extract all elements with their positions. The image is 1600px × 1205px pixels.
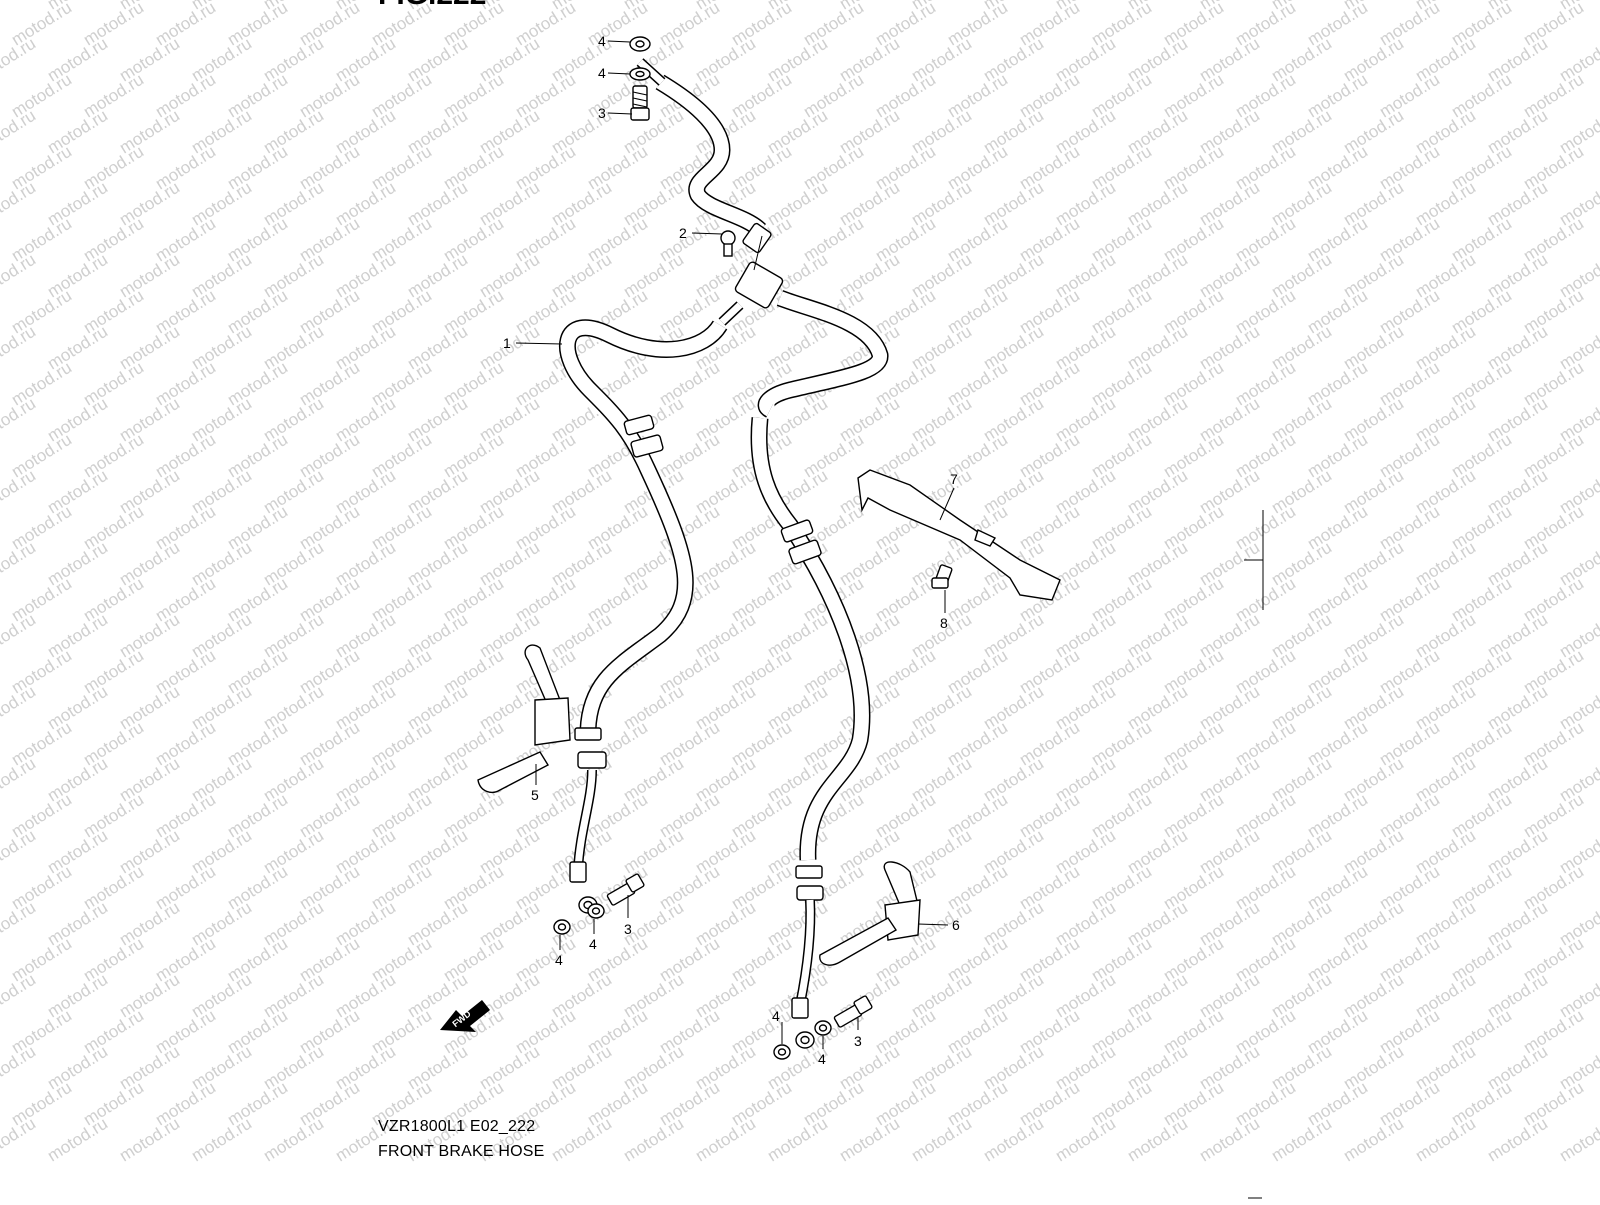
watermark-text: motod.ru bbox=[0, 610, 39, 662]
watermark-text: motod.ru bbox=[836, 1114, 903, 1166]
watermark-text: motod.ru bbox=[1412, 1114, 1479, 1166]
callout-6: 6 bbox=[917, 917, 960, 933]
watermark-text: motod.ru bbox=[980, 1114, 1047, 1166]
watermark-text: motod.ru bbox=[0, 682, 39, 734]
callout-label: 1 bbox=[503, 335, 511, 351]
watermark-text: motod.ru bbox=[0, 1042, 39, 1094]
callout-4-top-b: 4 bbox=[598, 65, 631, 81]
callout-3-right: 3 bbox=[854, 1018, 862, 1049]
callout-1: 1 bbox=[503, 335, 563, 351]
callout-label: 2 bbox=[679, 225, 687, 241]
upper-brake-hose bbox=[636, 58, 772, 254]
hose-clamp-5 bbox=[477, 644, 571, 793]
callout-8: 8 bbox=[940, 590, 948, 631]
callout-7: 7 bbox=[939, 471, 958, 521]
callout-5: 5 bbox=[531, 764, 539, 803]
watermark-text: motod.ru bbox=[0, 0, 39, 13]
watermark-text: motod.ru bbox=[0, 466, 39, 518]
callout-3-top: 3 bbox=[598, 105, 633, 121]
callout-4-left-b: 4 bbox=[589, 919, 597, 952]
watermark-text: motod.ru bbox=[908, 1114, 975, 1166]
watermark-text: motod.ru bbox=[44, 1114, 111, 1166]
watermark-text: motod.ru bbox=[0, 754, 39, 806]
callout-label: 4 bbox=[598, 65, 606, 81]
watermark-text: motod.ru bbox=[692, 1114, 759, 1166]
watermark-text: motod.ru bbox=[188, 1114, 255, 1166]
callout-label: 6 bbox=[952, 917, 960, 933]
callout-label: 3 bbox=[624, 921, 632, 937]
watermark-text: motod.ru bbox=[0, 898, 39, 950]
watermark-text: motod.ru bbox=[260, 1114, 327, 1166]
figure-title: FIG.222 bbox=[378, 0, 486, 12]
watermark-text: motod.ru bbox=[1124, 1114, 1191, 1166]
callout-label: 7 bbox=[950, 471, 958, 487]
callout-label: 4 bbox=[589, 936, 597, 952]
watermark-text: motod.ru bbox=[1268, 1114, 1335, 1166]
callout-label: 4 bbox=[818, 1051, 826, 1067]
watermark-text: motod.ru bbox=[116, 1114, 183, 1166]
bolt-8 bbox=[931, 564, 953, 589]
right-brake-hose bbox=[750, 290, 889, 1060]
watermark-text: motod.ru bbox=[0, 322, 39, 374]
watermark-text: motod.ru bbox=[1340, 1114, 1407, 1166]
figure-code: VZR1800L1 E02_222 bbox=[378, 1118, 536, 1135]
margin-marker bbox=[1244, 510, 1264, 1199]
callout-4-right-a: 4 bbox=[772, 1008, 783, 1044]
watermark-text: motod.ru bbox=[620, 1114, 687, 1166]
watermark-text: motod.ru bbox=[1196, 1114, 1263, 1166]
watermark-text: motod.ru bbox=[1556, 1114, 1600, 1166]
three-way-joint bbox=[720, 230, 784, 309]
callout-label: 4 bbox=[598, 33, 606, 49]
callout-2: 2 bbox=[679, 225, 723, 241]
figure-name: FRONT BRAKE HOSE bbox=[378, 1143, 545, 1160]
watermark-text: motod.ru bbox=[0, 394, 39, 446]
watermark-text: motod.ru bbox=[548, 1114, 615, 1166]
watermark-text: motod.ru bbox=[0, 178, 39, 230]
watermark-text: motod.ru bbox=[764, 1114, 831, 1166]
callout-label: 3 bbox=[598, 105, 606, 121]
callout-label: 3 bbox=[854, 1033, 862, 1049]
callout-4-left-a: 4 bbox=[555, 935, 563, 968]
callout-4-top-a: 4 bbox=[598, 33, 631, 49]
watermark-text: motod.ru bbox=[0, 970, 39, 1022]
fwd-direction-arrow: FWD bbox=[440, 1000, 490, 1032]
callout-label: 4 bbox=[555, 952, 563, 968]
watermark-text: motod.ru bbox=[0, 1114, 39, 1166]
watermark-text: motod.ru bbox=[1484, 1114, 1551, 1166]
left-brake-hose bbox=[553, 301, 744, 935]
top-banjo-fitting bbox=[629, 36, 651, 121]
watermark-text: motod.ru bbox=[0, 250, 39, 302]
hose-bracket-7 bbox=[857, 469, 1061, 601]
hose-clamp-6 bbox=[819, 861, 921, 966]
watermark-text: motod.ru bbox=[0, 538, 39, 590]
callout-label: 8 bbox=[940, 615, 948, 631]
watermark-text: motod.ru bbox=[0, 34, 39, 86]
callout-3-left: 3 bbox=[624, 895, 632, 937]
callout-4-right-b: 4 bbox=[818, 1036, 826, 1067]
watermark-text: motod.ru bbox=[1052, 1114, 1119, 1166]
callout-label: 4 bbox=[772, 1008, 780, 1024]
watermark-text: motod.ru bbox=[0, 826, 39, 878]
watermark-text: motod.ru bbox=[0, 106, 39, 158]
callout-label: 5 bbox=[531, 787, 539, 803]
